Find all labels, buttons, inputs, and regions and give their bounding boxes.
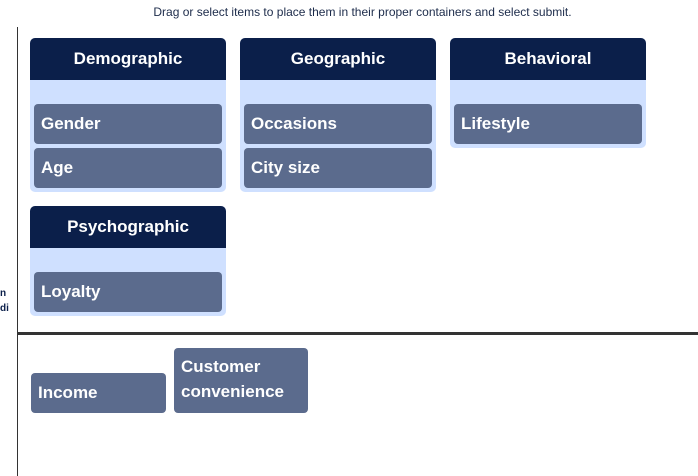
vertical-divider xyxy=(17,27,18,476)
truncated-side-text-2: di xyxy=(0,303,9,314)
draggable-item-city-size[interactable]: City size xyxy=(244,148,432,188)
draggable-item-income[interactable]: Income xyxy=(31,373,166,413)
item-label-line-1: Customer xyxy=(181,357,261,376)
container-title: Geographic xyxy=(240,38,436,80)
container-psychographic[interactable]: Psychographic Loyalty xyxy=(30,206,226,316)
item-label: Income xyxy=(38,383,98,402)
draggable-item-customer-convenience[interactable]: Customer convenience xyxy=(174,348,308,413)
item-label-line-2: convenience xyxy=(181,382,284,401)
instruction-text: Drag or select items to place them in th… xyxy=(153,5,572,19)
draggable-item-loyalty[interactable]: Loyalty xyxy=(34,272,222,312)
container-demographic[interactable]: Demographic Gender Age xyxy=(30,38,226,192)
container-geographic[interactable]: Geographic Occasions City size xyxy=(240,38,436,192)
truncated-side-text-1: n xyxy=(0,288,7,299)
container-behavioral[interactable]: Behavioral Lifestyle xyxy=(450,38,646,148)
container-title: Psychographic xyxy=(30,206,226,248)
draggable-item-occasions[interactable]: Occasions xyxy=(244,104,432,144)
draggable-item-lifestyle[interactable]: Lifestyle xyxy=(454,104,642,144)
container-title: Behavioral xyxy=(450,38,646,80)
draggable-item-gender[interactable]: Gender xyxy=(34,104,222,144)
draggable-item-age[interactable]: Age xyxy=(34,148,222,188)
container-title: Demographic xyxy=(30,38,226,80)
horizontal-divider xyxy=(18,332,698,335)
